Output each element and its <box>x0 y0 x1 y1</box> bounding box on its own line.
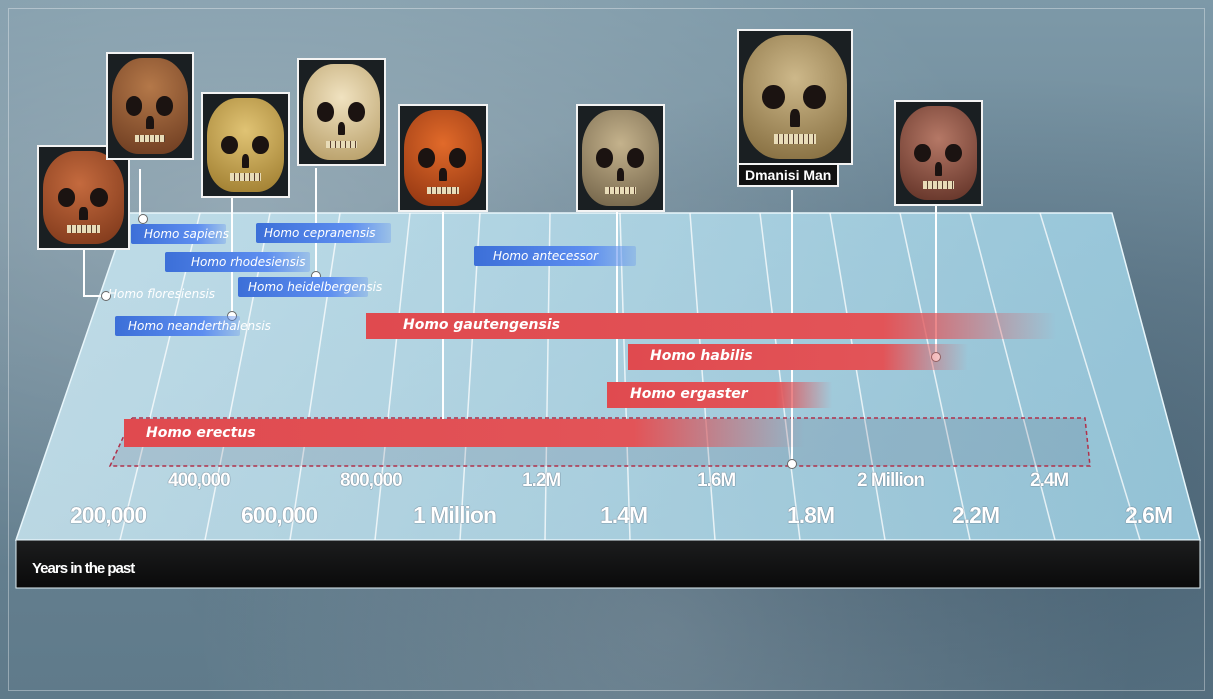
label-homo-rhodesiensis: Homo rhodesiensis <box>183 252 314 272</box>
skull-neanderthalensis-image <box>201 92 290 198</box>
skull-erectus-image <box>398 104 488 212</box>
label-homo-sapiens: Homo sapiens <box>136 224 237 244</box>
skull-habilis-image <box>894 100 983 206</box>
tick-800000: 800,000 <box>340 470 402 492</box>
tick-200000: 200,000 <box>70 502 146 529</box>
label-homo-heidelbergensis: Homo heidelbergensis <box>240 277 390 297</box>
tick-2-million: 2 Million <box>857 470 924 492</box>
skull-heidelbergensis-image <box>297 58 386 166</box>
skull-sapiens-image <box>106 52 194 160</box>
label-homo-floresiensis: Homo floresiensis <box>108 284 223 304</box>
tick-1-million: 1 Million <box>413 502 496 529</box>
label-homo-antecessor: Homo antecessor <box>485 246 606 266</box>
tick-2-6m: 2.6M <box>1125 502 1172 529</box>
label-homo-gautengensis: Homo gautengensis <box>403 317 560 333</box>
label-homo-neanderthalensis: Homo neanderthalensis <box>120 316 279 336</box>
tick-600000: 600,000 <box>241 502 317 529</box>
tick-400000: 400,000 <box>168 470 230 492</box>
tick-1-8m: 1.8M <box>787 502 834 529</box>
tick-2-2m: 2.2M <box>952 502 999 529</box>
axis-label-years-in-the-past: Years in the past <box>32 560 134 577</box>
tick-2-4m: 2.4M <box>1030 470 1068 492</box>
skull-dmanisi-image <box>737 29 853 165</box>
label-homo-ergaster: Homo ergaster <box>630 386 748 402</box>
tick-1-6m: 1.6M <box>697 470 735 492</box>
skull-ergaster-image <box>576 104 665 212</box>
label-homo-cepranensis: Homo cepranensis <box>256 223 384 243</box>
platform-front <box>16 540 1200 588</box>
label-homo-habilis: Homo habilis <box>650 348 753 364</box>
dmanisi-man-caption: Dmanisi Man <box>737 165 839 187</box>
skull-floresiensis-image <box>37 145 130 250</box>
label-homo-erectus: Homo erectus <box>146 425 256 441</box>
tick-1-2m: 1.2M <box>522 470 560 492</box>
tick-1-4m: 1.4M <box>600 502 647 529</box>
